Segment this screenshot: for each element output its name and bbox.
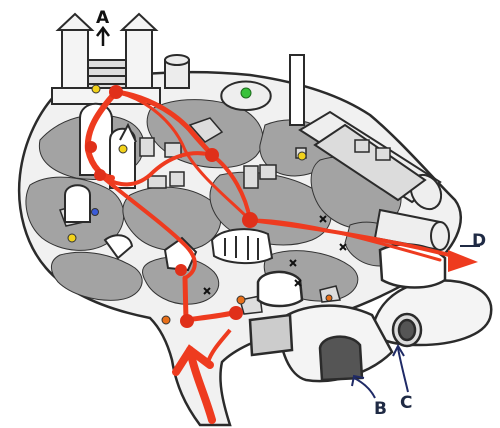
entry-arrow-icon <box>172 344 216 424</box>
circle-marker-icon <box>175 264 187 276</box>
skeleton-remains <box>103 228 274 272</box>
circle-marker-icon <box>94 169 106 181</box>
blue-dot <box>91 208 99 216</box>
circle-marker-icon <box>180 314 194 328</box>
arrow-up-icon <box>96 25 110 46</box>
circle-marker-icon <box>229 306 243 320</box>
label-c: C <box>400 393 412 413</box>
raised-platform <box>220 80 272 112</box>
tall-pole <box>289 54 305 126</box>
entrance-towers <box>51 12 161 105</box>
route-waypoints <box>85 85 258 328</box>
item-dots <box>67 84 333 325</box>
bunker-structures <box>248 243 493 383</box>
route-arrow-right <box>448 250 478 272</box>
goal-dot <box>240 87 252 99</box>
circle-marker-icon <box>242 212 258 228</box>
route-arrow-bottom-left <box>206 328 232 363</box>
label-b: B <box>374 399 387 419</box>
storage-tank <box>164 54 190 89</box>
label-a: A <box>96 8 110 28</box>
label-d: D <box>472 231 486 251</box>
circle-marker-icon <box>85 141 97 153</box>
large-pipes <box>298 110 450 252</box>
circle-marker-icon <box>205 148 219 162</box>
entry-arrows-bc <box>351 343 409 399</box>
x-markers <box>203 215 347 295</box>
circle-marker-icon <box>109 85 123 99</box>
